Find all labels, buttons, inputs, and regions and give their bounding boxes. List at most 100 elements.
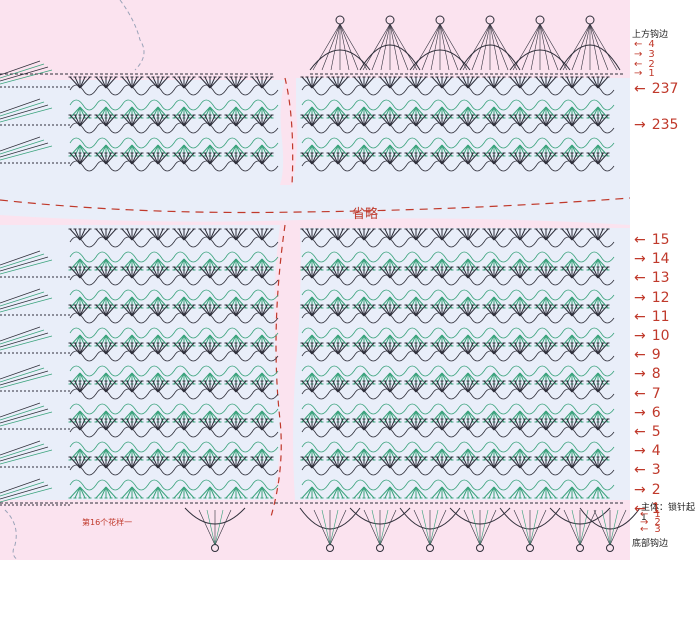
row-number: 235 bbox=[651, 117, 679, 133]
row-label-top-3: →3 bbox=[634, 50, 655, 60]
row-number: 4 bbox=[648, 39, 655, 50]
stitch-row bbox=[300, 342, 615, 362]
row-direction-arrow: → bbox=[634, 481, 646, 498]
stitch-row bbox=[68, 342, 279, 362]
chart-background-blue-mid bbox=[0, 185, 630, 225]
row-number: 1 bbox=[648, 68, 655, 79]
row-label-top-235: → 235 bbox=[634, 118, 678, 132]
stitch-row bbox=[68, 152, 279, 172]
row-number: 2 bbox=[648, 59, 655, 70]
row-number: 4 bbox=[651, 443, 661, 460]
row-direction-arrow: ← bbox=[640, 524, 649, 535]
stitch-row bbox=[68, 304, 279, 324]
stitch-pattern bbox=[0, 15, 641, 552]
edge-stitch bbox=[0, 364, 72, 392]
row-label-main-4: →4 bbox=[634, 444, 661, 458]
row-number: 2 bbox=[654, 517, 661, 528]
stitch-row bbox=[300, 76, 615, 96]
edge-stitch bbox=[0, 326, 72, 354]
row-direction-arrow: → bbox=[634, 366, 646, 383]
row-number: 3 bbox=[654, 524, 661, 535]
row-number: 8 bbox=[651, 366, 661, 383]
row-direction-arrow: → bbox=[634, 117, 646, 133]
row-number: 15 bbox=[651, 232, 670, 248]
row-direction-arrow: ← bbox=[634, 424, 646, 440]
stitch-row bbox=[300, 479, 615, 499]
edge-stitch bbox=[0, 402, 72, 430]
stitch-row bbox=[300, 152, 615, 172]
row-label-top-1: →1 bbox=[634, 69, 655, 79]
row-label-top-237: ← 237 bbox=[634, 82, 678, 96]
row-direction-arrow: → bbox=[634, 68, 643, 79]
stitch-row bbox=[300, 380, 615, 400]
row-number: 9 bbox=[651, 347, 661, 364]
main-body-label: 主体：锁针起1 bbox=[641, 503, 696, 523]
row-number: 7 bbox=[651, 385, 661, 402]
row-direction-arrow: → bbox=[634, 49, 643, 60]
stitch-row bbox=[68, 479, 279, 499]
row-number: 10 bbox=[651, 328, 670, 344]
row-number: 1 bbox=[651, 500, 661, 517]
flower-16-label: 第16个花样一 bbox=[82, 518, 133, 527]
stitch-row bbox=[300, 266, 615, 286]
row-label-top-2: ←2 bbox=[634, 60, 655, 70]
row-label-main-8: →8 bbox=[634, 367, 661, 381]
omitted-label: 省略 bbox=[352, 207, 379, 222]
torn-edge-top bbox=[119, 0, 145, 71]
row-number: 237 bbox=[651, 81, 679, 97]
row-label-main-1: ←1 bbox=[634, 502, 661, 516]
row-direction-arrow: ← bbox=[634, 59, 643, 70]
chart-background-blue-main-right bbox=[293, 228, 630, 500]
row-number: 11 bbox=[651, 308, 670, 325]
row-label-main-15: ←15 bbox=[634, 233, 670, 247]
edge-stitch bbox=[0, 98, 72, 126]
row-direction-arrow: ← bbox=[634, 308, 646, 325]
row-direction-arrow: ← bbox=[634, 270, 646, 287]
omission-line-vertical-top bbox=[284, 77, 294, 186]
top-edge-label: 上方钩边 bbox=[632, 30, 669, 40]
bottom-scallop-border bbox=[0, 502, 641, 552]
row-label-main-14: →14 bbox=[634, 252, 670, 266]
row-label-main-7: ←7 bbox=[634, 387, 661, 401]
row-direction-arrow: ← bbox=[634, 81, 646, 97]
stitch-row bbox=[300, 418, 615, 438]
row-label-main-9: ←9 bbox=[634, 348, 661, 362]
row-number: 5 bbox=[651, 424, 661, 440]
omission-line-vertical-main bbox=[269, 224, 286, 521]
edge-stitch bbox=[0, 478, 72, 506]
edge-stitch bbox=[0, 60, 72, 88]
row-label-bottom-1: ←1 bbox=[640, 510, 661, 520]
top-scallop-border bbox=[0, 15, 625, 75]
edge-stitch bbox=[0, 288, 72, 316]
row-label-main-13: ← 13 bbox=[634, 271, 670, 285]
edge-stitch bbox=[0, 250, 72, 278]
stitch-row bbox=[68, 251, 279, 271]
row-direction-arrow: ← bbox=[634, 39, 643, 50]
bottom-edge-label: 底部钩边 bbox=[632, 539, 669, 549]
row-direction-arrow: → bbox=[634, 443, 646, 460]
stitch-row bbox=[300, 228, 615, 248]
row-number: 3 bbox=[651, 462, 661, 479]
row-label-main-3: ←3 bbox=[634, 463, 661, 477]
omission-line-horizontal bbox=[0, 197, 631, 214]
row-label-bottom-3: ←3 bbox=[640, 525, 661, 535]
row-number: 1 bbox=[654, 509, 661, 520]
row-label-top-4: ←4 bbox=[634, 40, 655, 50]
row-direction-arrow: → bbox=[634, 289, 646, 306]
row-direction-arrow: ← bbox=[634, 347, 646, 364]
stitch-row bbox=[68, 266, 279, 286]
row-label-main-11: ← 11 bbox=[634, 310, 670, 324]
row-number: 13 bbox=[651, 270, 670, 287]
row-label-bottom-2: →2 bbox=[640, 518, 661, 528]
row-number: 2 bbox=[651, 481, 661, 498]
row-label-main-2: →2 bbox=[634, 483, 661, 497]
stitch-row bbox=[68, 456, 279, 476]
row-label-main-5: ←5 bbox=[634, 425, 661, 439]
row-number: 3 bbox=[648, 49, 655, 60]
row-direction-arrow: → bbox=[634, 328, 646, 344]
stitch-row bbox=[300, 456, 615, 476]
edge-stitch bbox=[0, 136, 72, 164]
row-number: 14 bbox=[651, 251, 670, 268]
row-direction-arrow: ← bbox=[634, 462, 646, 479]
